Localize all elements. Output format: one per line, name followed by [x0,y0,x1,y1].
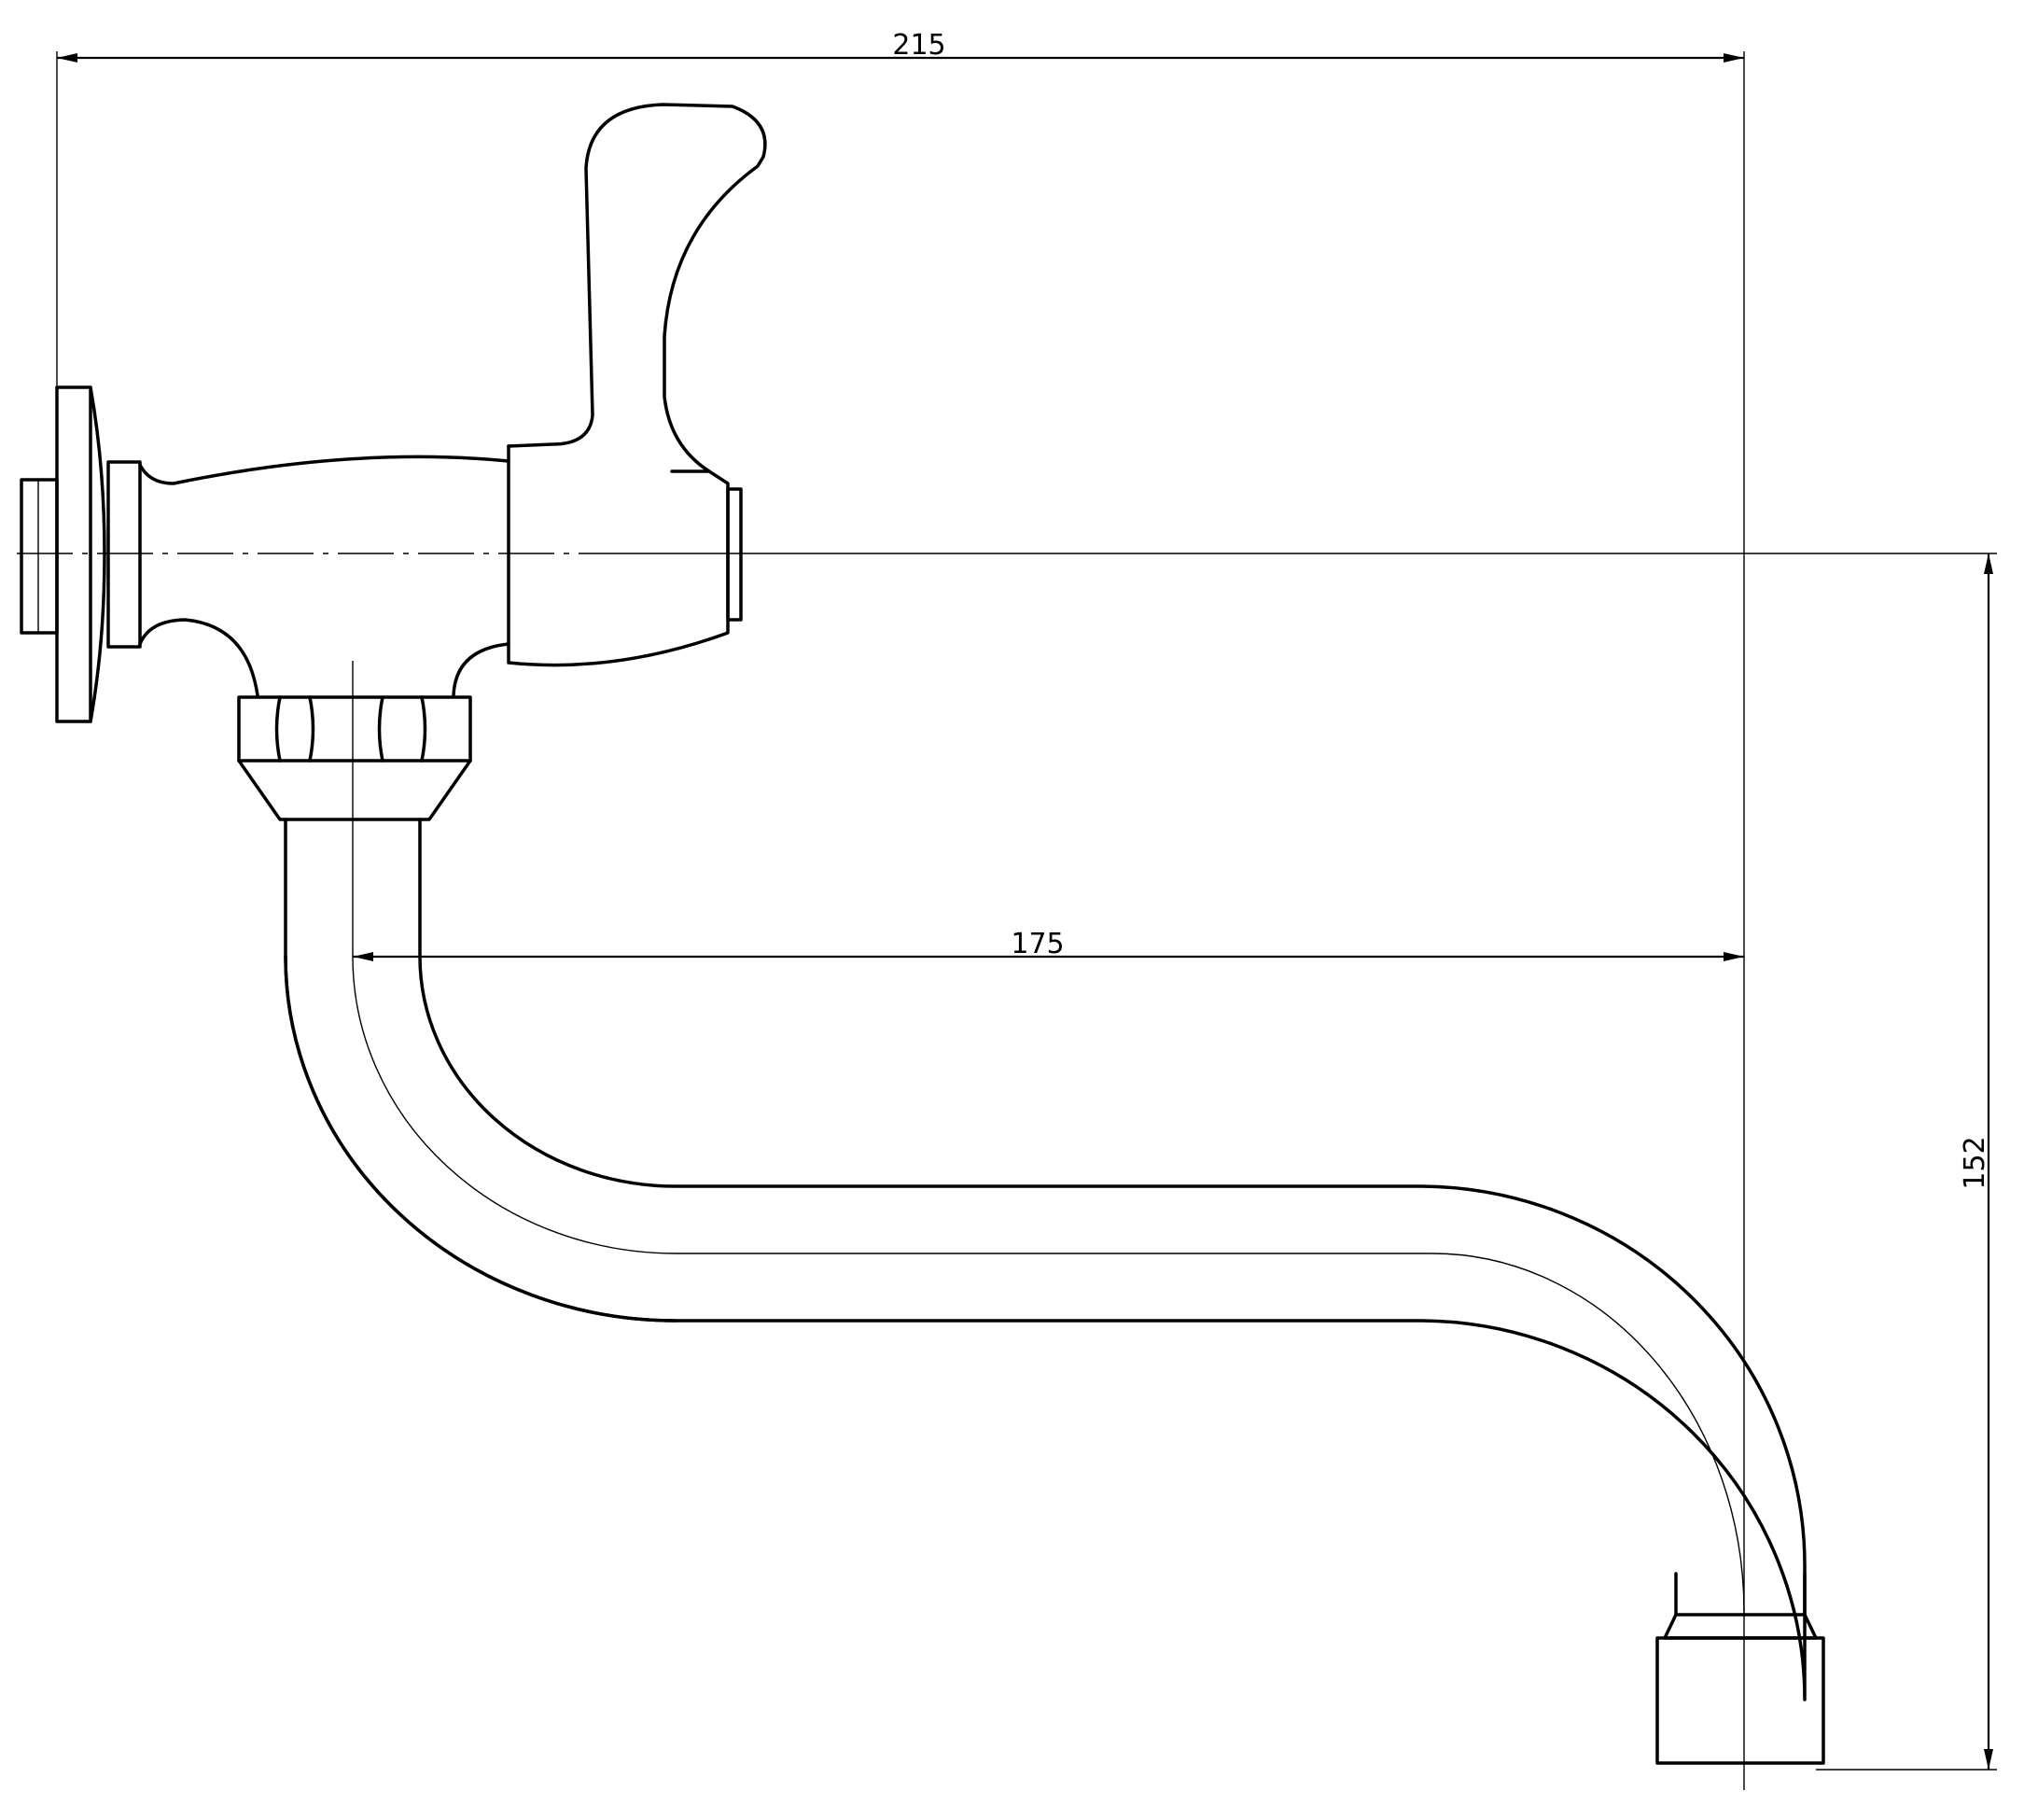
lever-handle [507,103,767,473]
dimension-overall-width [56,51,1745,1790]
dimension-spout-reach [353,952,1744,961]
valve-body [138,455,510,697]
body-collar [106,460,142,649]
valve-bonnet [507,444,743,667]
dimension-height [1816,553,1997,1771]
wall-flange [20,385,106,723]
label-overall-width: 215 [892,29,945,62]
label-height: 152 [1959,1136,1991,1189]
spout-aerator [1655,1572,1825,1765]
spout-pipe [284,818,1807,1701]
center-axis [17,553,1997,957]
union-nut [237,695,472,821]
label-spout-reach: 175 [1011,928,1064,960]
